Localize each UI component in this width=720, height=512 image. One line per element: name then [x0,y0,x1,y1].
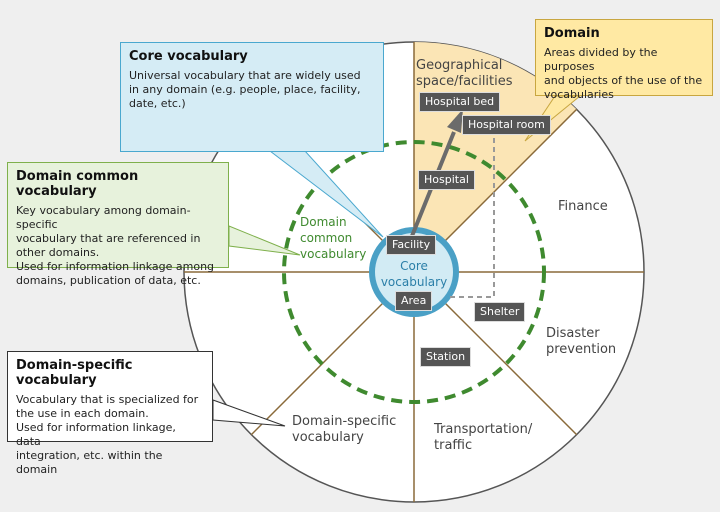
core-vocabulary-callout: Core vocabulary Universal vocabulary tha… [120,42,384,152]
sector-label-disaster: Disaster prevention [546,326,617,357]
sector-label-domain-specific: Domain-specific vocabulary [292,414,397,445]
domain-callout-text: Areas divided by the purposes and object… [544,46,703,101]
tag-facility: Facility [386,235,437,255]
sector-label-finance: Finance [558,199,608,214]
domain-specific-callout: Domain-specific vocabulary Vocabulary th… [7,351,213,476]
core-ring-label: Core vocabulary [380,259,448,289]
domain-specific-callout-title: Domain-specific vocabulary [16,358,133,388]
domain-common-callout-text: Key vocabulary among domain-specific voc… [16,204,215,287]
domain-common-callout: Domain common vocabulary Key vocabulary … [7,162,229,287]
domain-common-callout-title: Domain common vocabulary [16,169,139,199]
domain-specific-callout-text: Vocabulary that is specialized for the u… [16,393,199,476]
domain-callout: Domain Areas divided by the purposes and… [535,19,713,101]
domain-common-ring-label: Domain common vocabulary [300,215,367,261]
domain-common-dashed-ring [282,140,546,404]
arrow-head-icon [447,109,463,133]
specific-pointer [212,399,286,427]
sector-label-geo: Geographical space/facilities [416,58,513,89]
tag-station: Station [420,347,472,367]
sector-label-transport: Transportation/ traffic [434,422,533,453]
tag-shelter: Shelter [474,302,526,322]
common-pointer [228,225,301,256]
core-callout-title: Core vocabulary [129,49,248,64]
tag-area: Area [395,291,433,311]
tag-hospital-bed: Hospital bed [419,92,501,112]
tag-hospital: Hospital [418,170,475,190]
domain-callout-title: Domain [544,26,600,41]
callout-pointers [212,95,582,427]
core-callout-text: Universal vocabulary that are widely use… [129,69,361,110]
tag-hospital-room: Hospital room [462,115,551,135]
